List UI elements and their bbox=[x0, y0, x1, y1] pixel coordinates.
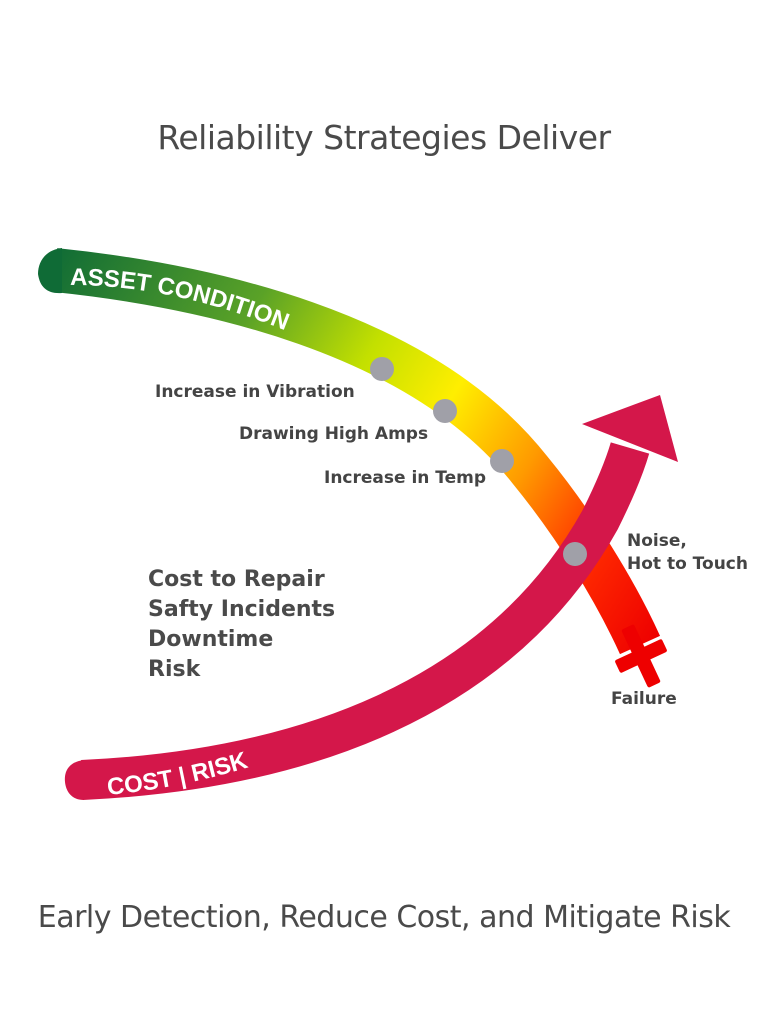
cost-risk-arrowhead bbox=[582, 395, 678, 462]
failure-cross-icon bbox=[615, 624, 667, 688]
indicator-high-amps: Drawing High Amps bbox=[239, 424, 429, 444]
indicator-vibration: Increase in Vibration bbox=[155, 382, 355, 402]
indicator-noise: Noise, Hot to Touch bbox=[627, 531, 748, 574]
page-title: Reliability Strategies Deliver bbox=[157, 118, 611, 157]
impact-item: Cost to Repair bbox=[148, 567, 325, 592]
asset-condition-band bbox=[52, 248, 661, 655]
cost-risk-cap bbox=[64, 760, 84, 800]
asset-condition-cap bbox=[38, 248, 62, 294]
failure-label: Failure bbox=[611, 689, 677, 709]
impact-list: Cost to Repair Safty Incidents Downtime … bbox=[148, 565, 335, 685]
impact-item: Risk bbox=[148, 657, 201, 682]
page-subtitle: Early Detection, Reduce Cost, and Mitiga… bbox=[37, 900, 731, 935]
cost-risk-band bbox=[81, 442, 650, 800]
vibration-dot bbox=[370, 357, 394, 381]
impact-item: Downtime bbox=[148, 627, 274, 652]
noise-dot bbox=[563, 542, 587, 566]
indicator-temp: Increase in Temp bbox=[324, 468, 487, 488]
impact-item: Safty Incidents bbox=[148, 597, 336, 622]
high-amps-dot bbox=[433, 399, 457, 423]
temp-dot bbox=[490, 449, 514, 473]
